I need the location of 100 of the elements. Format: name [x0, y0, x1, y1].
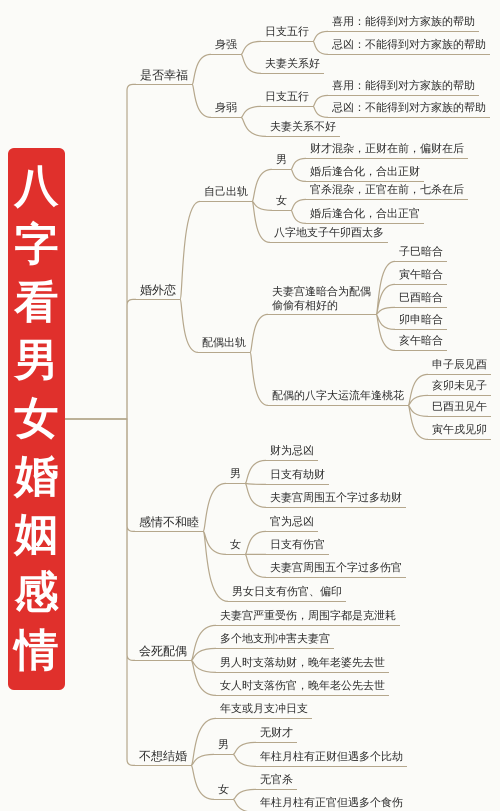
topic-label: 多个地支刑冲害夫妻宫	[216, 631, 334, 649]
branch-line	[408, 404, 428, 417]
topic-label: 日支有劫财	[266, 467, 329, 485]
topic-label: 身强	[211, 37, 241, 55]
topic-label: 男	[272, 152, 291, 170]
branch-line	[376, 314, 396, 351]
branch-line	[202, 530, 226, 555]
topic-label: 婚后逢合化，合出正财	[306, 164, 424, 182]
topic-label: 男	[226, 466, 245, 484]
topic-label: 夫妻关系不好	[266, 119, 340, 137]
topic-label: 无财才	[256, 725, 297, 743]
branch-line	[376, 314, 396, 330]
branch-line	[240, 40, 262, 55]
topic-label: 男人时支落劫财，晚年老婆先去世	[216, 655, 389, 673]
topic-label: 自己出轨	[200, 184, 252, 202]
topic-label: 身弱	[211, 100, 241, 118]
topic-label: 亥午暗合	[395, 333, 447, 351]
branch-line	[290, 169, 306, 182]
topic-label: 女	[272, 193, 291, 211]
branch-line	[375, 260, 396, 315]
branch-label: 会死配偶	[135, 643, 191, 661]
topic-label: 亥卯未见子	[428, 378, 491, 396]
topic-label: 年柱月柱有正官但遇多个食伤	[256, 795, 407, 811]
branch-line	[190, 624, 216, 661]
topic-label: 喜用：能得到对方家族的帮助	[328, 14, 479, 32]
branch-line	[190, 754, 214, 766]
branch-line	[244, 483, 266, 508]
topic-label: 女	[226, 537, 245, 555]
branch-line	[312, 30, 328, 42]
branch-line	[244, 554, 266, 578]
branch-line	[249, 352, 268, 406]
branch-line	[408, 405, 428, 440]
branch-line	[192, 54, 212, 85]
branch-line	[245, 554, 266, 555]
branch-line	[179, 299, 198, 353]
topic-label: 日支有伤官	[266, 537, 329, 555]
topic-label: 女人时支落伤官，晚年老公先去世	[216, 678, 389, 696]
topic-label: 寅午戌见卯	[428, 422, 491, 440]
branch-line	[192, 84, 212, 118]
branch-label: 不想结婚	[135, 748, 191, 766]
topic-label: 配偶的八字大运流年逢桃花	[268, 388, 408, 406]
branch-line	[240, 54, 262, 74]
branch-line	[252, 200, 272, 211]
topic-label: 官杀混杂，正官在前，七杀在后	[306, 182, 468, 200]
branch-line	[190, 660, 216, 673]
topic-label: 卯申暗合	[395, 312, 447, 330]
branch-line	[408, 374, 428, 406]
topic-label: 女	[214, 782, 233, 800]
branch-label: 婚外恋	[136, 282, 180, 300]
topic-label: 财才混杂，正财在前，偏财在后	[306, 141, 468, 159]
branch-label: 感情不和睦	[135, 514, 203, 532]
branch-line	[190, 660, 216, 696]
topic-label: 日支五行	[261, 89, 313, 107]
topic-label: 夫妻宫严重受伤，周围字都是克泄耗	[216, 608, 400, 626]
topic-label: 夫妻宫逢暗合为配偶偷偷有相好的	[268, 285, 376, 315]
branch-line	[240, 116, 266, 137]
branch-line	[251, 201, 270, 243]
topic-label: 无官杀	[256, 772, 297, 790]
branch-line	[190, 718, 216, 766]
topic-label: 忌凶：不能得到对方家族的帮助	[328, 37, 490, 55]
topic-label: 财为忌凶	[266, 443, 318, 461]
branch-line	[240, 106, 262, 118]
branch-line	[244, 460, 266, 484]
branch-line	[312, 94, 328, 107]
branch-line	[290, 198, 306, 211]
branch-line	[179, 200, 200, 300]
topic-label: 夫妻关系好	[261, 56, 324, 74]
topic-label: 官为忌凶	[266, 514, 318, 532]
branch-line	[202, 482, 226, 532]
topic-label: 婚后逢合化，合出正官	[306, 206, 424, 224]
branch-line	[376, 306, 396, 315]
branch-line	[232, 754, 256, 767]
topic-label: 日支五行	[261, 24, 313, 42]
topic-label: 年柱月柱有正财但遇多个比劫	[256, 749, 407, 767]
topic-label: 夫妻宫周围五个字过多劫财	[266, 490, 406, 508]
branch-line	[408, 394, 428, 406]
branch-line	[202, 531, 228, 602]
branch-line	[290, 158, 306, 170]
branch-line	[312, 41, 328, 55]
branch-line	[190, 765, 214, 800]
topic-label: 申子辰见酉	[428, 357, 491, 375]
branch-line	[232, 788, 256, 800]
topic-label: 男	[214, 737, 233, 755]
topic-label: 巳酉暗合	[395, 290, 447, 308]
topic-label: 忌凶：不能得到对方家族的帮助	[328, 100, 490, 118]
branch-line	[232, 742, 256, 755]
branch-line	[290, 210, 306, 224]
topic-label: 男女日支有伤官、偏印	[228, 584, 346, 602]
topic-label: 年支或月支冲日支	[216, 701, 312, 719]
topic-label: 夫妻宫周围五个字过多伤官	[266, 560, 406, 578]
title-banner: 八字看男女婚姻感情	[8, 148, 65, 690]
topic-label: 子巳暗合	[395, 244, 447, 262]
branch-line	[244, 482, 266, 485]
topic-label: 八字地支子午卯酉太多	[270, 225, 388, 243]
branch-line	[244, 530, 266, 555]
topic-label: 喜用：能得到对方家族的帮助	[328, 78, 479, 96]
branch-line	[190, 648, 216, 661]
branch-line	[376, 284, 396, 315]
branch-line	[312, 106, 328, 118]
topic-label: 配偶出轨	[198, 335, 250, 353]
